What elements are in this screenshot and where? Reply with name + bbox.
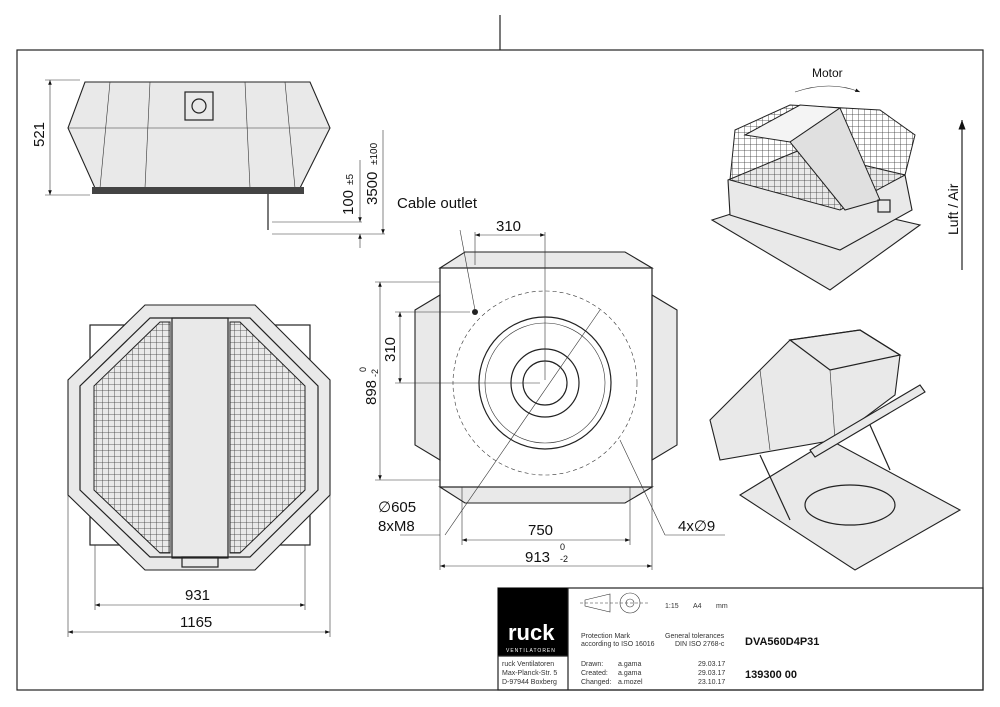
- dim-inner-width: 931: [185, 587, 210, 604]
- dim-cable-b: 3500: [364, 172, 381, 205]
- ruck-logo: ruck: [508, 620, 555, 645]
- top-view: [67, 304, 331, 637]
- dim-side-height: 521: [31, 122, 48, 147]
- unit: mm: [716, 603, 728, 610]
- dim-offset-left: 310: [382, 337, 399, 362]
- airflow-label: Luft / Air: [945, 183, 961, 235]
- created-by: a.gama: [618, 670, 641, 677]
- company-street: Max-Planck-Str. 5: [502, 670, 557, 677]
- company-name: ruck Ventilatoren: [502, 661, 554, 668]
- protection-mark-2: according to ISO 16016: [581, 641, 655, 648]
- drawn-by: a.gama: [618, 661, 641, 668]
- dim-cable-b-tol: ±100: [369, 142, 380, 165]
- model-number: DVA560D4P31: [745, 636, 819, 648]
- created-date: 29.03.17: [698, 670, 725, 677]
- dim-depth-tol-upper: 0: [358, 367, 368, 372]
- cable-outlet-label: Cable outlet: [397, 195, 478, 212]
- created-label: Created:: [581, 670, 608, 677]
- dim-holes: 4x∅9: [678, 518, 715, 535]
- dim-offset-top: 310: [496, 218, 521, 235]
- dim-hole-spacing: 750: [528, 522, 553, 539]
- dim-cable-a-tol: ±5: [345, 174, 356, 185]
- side-view: [45, 79, 385, 248]
- ruck-logo-sub: VENTILATOREN: [506, 648, 556, 654]
- dim-depth-tol-lower: -2: [370, 369, 380, 377]
- dim-depth: 898: [363, 380, 380, 405]
- bottom-view: [375, 229, 725, 570]
- scale: 1:15: [665, 603, 679, 610]
- format: A4: [693, 603, 702, 610]
- changed-by: a.mozel: [618, 679, 643, 686]
- dim-width-tol-lower: -2: [560, 554, 568, 564]
- dim-bolts: 8xM8: [378, 518, 415, 535]
- dim-width: 913: [525, 549, 550, 566]
- dim-outer-width: 1165: [180, 614, 212, 631]
- motor-label: Motor: [812, 66, 843, 80]
- dim-bolt-circle: ∅605: [378, 499, 416, 516]
- changed-label: Changed:: [581, 679, 611, 686]
- protection-mark-1: Protection Mark: [581, 633, 631, 640]
- dim-cable-a: 100: [340, 190, 357, 215]
- drawn-label: Drawn:: [581, 661, 603, 668]
- isometric-view-open: [709, 329, 962, 571]
- drawn-date: 29.03.17: [698, 661, 725, 668]
- tolerance-2: DIN ISO 2768-c: [675, 641, 725, 648]
- changed-date: 23.10.17: [698, 679, 725, 686]
- drawing-number: 139300 00: [745, 669, 797, 681]
- isometric-view-top: [710, 85, 966, 291]
- tolerance-1: General tolerances: [665, 633, 725, 640]
- company-city: D-97944 Boxberg: [502, 679, 557, 686]
- title-block: [497, 587, 984, 691]
- dim-width-tol-upper: 0: [560, 542, 565, 552]
